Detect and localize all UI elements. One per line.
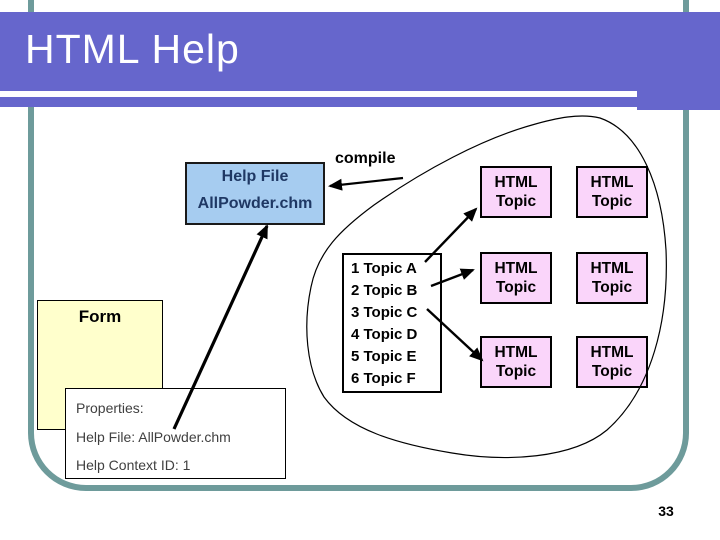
slide-content-frame [28, 0, 689, 491]
help-file-filename: AllPowder.chm [197, 195, 313, 212]
compile-label: compile [335, 150, 396, 167]
topic-box-line2: Topic [495, 193, 537, 210]
topic-list-item: 1 Topic A [351, 260, 417, 277]
properties-box: Properties: Help File: AllPowder.chm Hel… [65, 388, 286, 479]
slide-title: HTML Help [25, 26, 240, 72]
html-topic-box: HTML Topic [576, 252, 648, 304]
properties-line: Help Context ID: 1 [76, 457, 191, 473]
properties-line: Properties: [76, 400, 144, 416]
page-number: 33 [658, 503, 674, 519]
title-bar-right-block [637, 12, 720, 110]
topic-box-line1: HTML [590, 260, 634, 277]
topic-list-item: 2 Topic B [351, 282, 418, 299]
topic-list-item: 4 Topic D [351, 326, 418, 343]
topic-box-line2: Topic [591, 363, 633, 380]
topic-box-line1: HTML [494, 260, 538, 277]
html-topic-box: HTML Topic [480, 336, 552, 388]
topic-list-item: 3 Topic C [351, 304, 418, 321]
help-file-box: Help File AllPowder.chm [185, 162, 325, 225]
html-topic-box: HTML Topic [576, 336, 648, 388]
html-topic-box: HTML Topic [576, 166, 648, 218]
topic-box-line2: Topic [591, 193, 633, 210]
topic-box-line1: HTML [590, 174, 634, 191]
help-file-title: Help File [221, 168, 289, 185]
topic-box-line1: HTML [494, 344, 538, 361]
form-label: Form [78, 307, 122, 326]
topic-box-line1: HTML [494, 174, 538, 191]
html-topic-box: HTML Topic [480, 166, 552, 218]
html-topic-box: HTML Topic [480, 252, 552, 304]
topic-box-line2: Topic [495, 363, 537, 380]
topic-list-item: 6 Topic F [351, 370, 416, 387]
title-bar-underline [0, 91, 637, 97]
topic-list-box: 1 Topic A 2 Topic B 3 Topic C 4 Topic D … [342, 253, 442, 393]
topic-box-line2: Topic [591, 279, 633, 296]
topic-list-item: 5 Topic E [351, 348, 417, 365]
topic-box-line2: Topic [495, 279, 537, 296]
topic-box-line1: HTML [590, 344, 634, 361]
properties-line: Help File: AllPowder.chm [76, 428, 231, 445]
